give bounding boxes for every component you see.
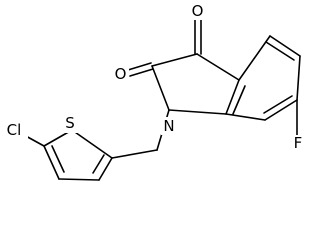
bond-n-c2: [151, 65, 170, 111]
bond-c5t-c4t-inner: [51, 145, 65, 173]
bond-ch2-c2t: [111, 149, 158, 159]
atom-o-top: O: [192, 2, 204, 20]
bond-c7-c7a: [225, 113, 266, 121]
bond-c3-c3a: [196, 53, 240, 81]
bond-c3a-c7a: [225, 79, 240, 115]
bond-c4-c5: [269, 35, 301, 57]
bond-c5t-c4t: [43, 145, 60, 180]
bond-lines: [23, 17, 301, 181]
bond-n-c7a: [168, 109, 227, 115]
molecule-structure: O O N F S Cl: [2, 2, 305, 181]
bond-c6-c7-inner: [263, 95, 293, 114]
bond-c3a-c7a-inner: [232, 85, 246, 115]
bond-c2-o-left-a: [127, 62, 152, 71]
bond-c4-c5-inner: [265, 41, 295, 61]
bond-c3t-c2t-inner: [92, 154, 105, 174]
atom-f: F: [294, 134, 303, 152]
bond-c4t-c3t: [58, 178, 100, 181]
atom-n: N: [163, 117, 174, 135]
bond-c2t-s: [71, 129, 113, 159]
bond-c2-c3: [151, 53, 198, 67]
bond-c5-c6: [296, 55, 301, 101]
bond-c2-o-left-b: [129, 68, 154, 77]
bond-c3t-c2t: [98, 157, 113, 181]
atom-s: S: [65, 114, 75, 132]
bond-c6-c7: [264, 99, 298, 121]
atom-labels: O O N F S Cl: [2, 2, 305, 153]
bond-c3a-c4: [238, 35, 271, 81]
atom-o-left: O: [115, 65, 127, 83]
atom-cl: Cl: [7, 121, 22, 139]
